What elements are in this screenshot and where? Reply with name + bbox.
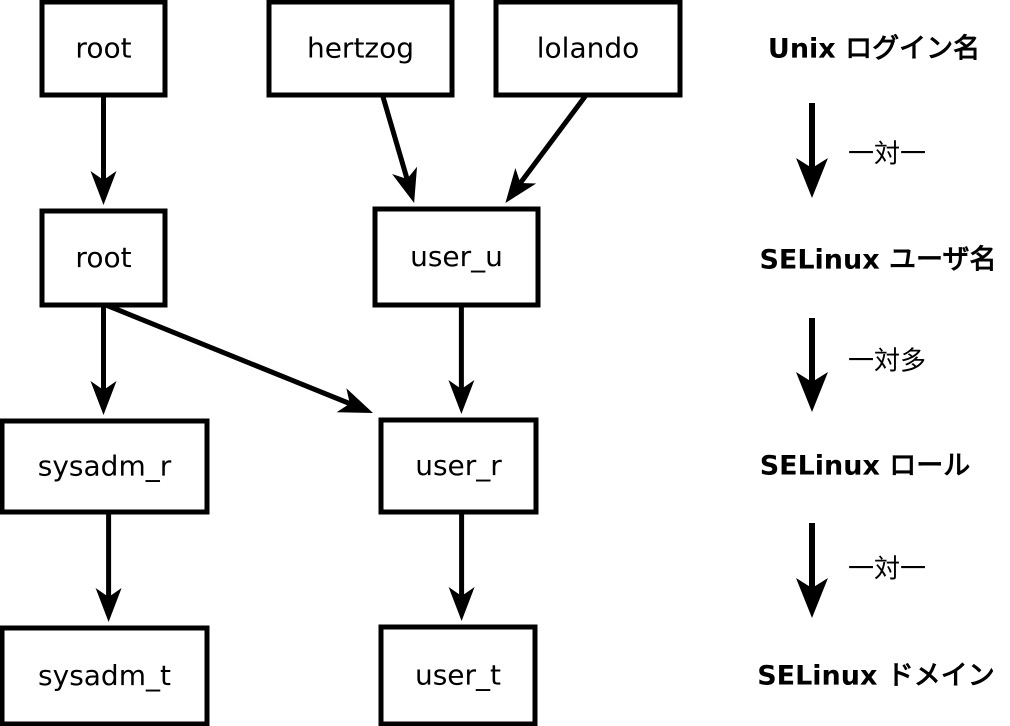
- node-box-seuser_root[interactable]: [39, 208, 168, 308]
- legend-title-selinux-domain: SELinux ドメイン: [757, 661, 995, 692]
- edge-user-r-to-user-t-head: [448, 587, 475, 621]
- edge-hertzog-to-user-u: [380, 94, 418, 203]
- edge-root-to-seuser-root: [90, 95, 117, 205]
- node-box-login_lolando[interactable]: [493, 0, 683, 98]
- edge-sysadm-r-to-sysadm-t-head: [95, 588, 122, 622]
- edge-seuser-root-to-user-r-shaft: [105, 302, 354, 408]
- node-login_root[interactable]: root: [39, 0, 168, 98]
- edge-sysadm-r-to-sysadm-t: [95, 512, 122, 622]
- edge-hertzog-to-user-u-shaft: [380, 94, 411, 183]
- node-role_sysadm_r[interactable]: sysadm_r: [0, 418, 210, 515]
- edge-seuser-root-to-user-r-head: [336, 388, 373, 413]
- node-label-domain_user_t: user_t: [415, 659, 501, 692]
- legend-title-unix-login: Unix ログイン名: [768, 33, 980, 65]
- edge-seuser-root-to-sysadm-r-head: [90, 381, 117, 415]
- node-box-domain_user_t[interactable]: [378, 624, 538, 726]
- edge-lolando-to-user-u-head: [505, 167, 537, 203]
- node-box-role_sysadm_r[interactable]: [0, 418, 210, 515]
- edge-hertzog-to-user-u-head: [392, 166, 418, 203]
- edge-seuser-root-to-user-r: [105, 302, 373, 413]
- legend-arrow-head-rel-login-to-user: [796, 158, 828, 198]
- node-login_lolando[interactable]: lolando: [493, 0, 683, 98]
- legend-title-selinux-user: SELinux ユーザ名: [759, 244, 996, 276]
- legend-relation-rel-role-to-domain: 一対一: [796, 523, 926, 618]
- edge-seuser-root-to-sysadm-r: [90, 305, 117, 415]
- legend-relation-label-rel-user-to-role: 一対多: [848, 347, 926, 377]
- node-label-role_sysadm_r: sysadm_r: [38, 450, 172, 483]
- legend-relation-label-rel-login-to-user: 一対一: [848, 140, 926, 170]
- edge-root-to-seuser-root-head: [90, 171, 117, 205]
- node-box-login_hertzog[interactable]: [266, 0, 455, 98]
- node-label-seuser_root: root: [75, 241, 131, 274]
- legend-arrow-head-rel-user-to-role: [796, 372, 828, 412]
- node-label-login_hertzog: hertzog: [307, 32, 414, 65]
- node-box-domain_sysadm_t[interactable]: [0, 625, 210, 726]
- node-box-seuser_user_u[interactable]: [372, 206, 541, 308]
- node-login_hertzog[interactable]: hertzog: [266, 0, 455, 98]
- node-domain_user_t[interactable]: user_t: [378, 624, 538, 726]
- edge-layer: [90, 93, 589, 622]
- node-box-login_root[interactable]: [39, 0, 168, 98]
- edge-user-u-to-user-r-head: [448, 380, 475, 414]
- node-role_user_r[interactable]: user_r: [378, 417, 539, 515]
- node-seuser_root[interactable]: root: [39, 208, 168, 308]
- legend-relation-label-rel-role-to-domain: 一対一: [848, 555, 926, 585]
- node-label-login_root: root: [75, 32, 131, 65]
- legend-relation-rel-user-to-role: 一対多: [796, 318, 926, 412]
- edge-user-u-to-user-r: [448, 305, 475, 414]
- edge-lolando-to-user-u: [505, 93, 589, 203]
- node-label-seuser_user_u: user_u: [410, 240, 503, 273]
- node-label-domain_sysadm_t: sysadm_t: [38, 659, 171, 692]
- legend-title-selinux-role: SELinux ロール: [760, 451, 971, 482]
- legend-relation-rel-login-to-user: 一対一: [796, 103, 926, 198]
- legend-arrow-head-rel-role-to-domain: [796, 578, 828, 618]
- edge-lolando-to-user-u-shaft: [516, 93, 589, 187]
- node-box-role_user_r[interactable]: [378, 417, 539, 515]
- node-seuser_user_u[interactable]: user_u: [372, 206, 541, 308]
- edge-user-r-to-user-t: [448, 512, 475, 621]
- node-label-login_lolando: lolando: [537, 32, 640, 65]
- node-domain_sysadm_t[interactable]: sysadm_t: [0, 625, 210, 726]
- legend-layer: Unix ログイン名 SELinux ユーザ名 SELinux ロール SELinux…: [757, 33, 996, 692]
- node-label-role_user_r: user_r: [415, 449, 502, 482]
